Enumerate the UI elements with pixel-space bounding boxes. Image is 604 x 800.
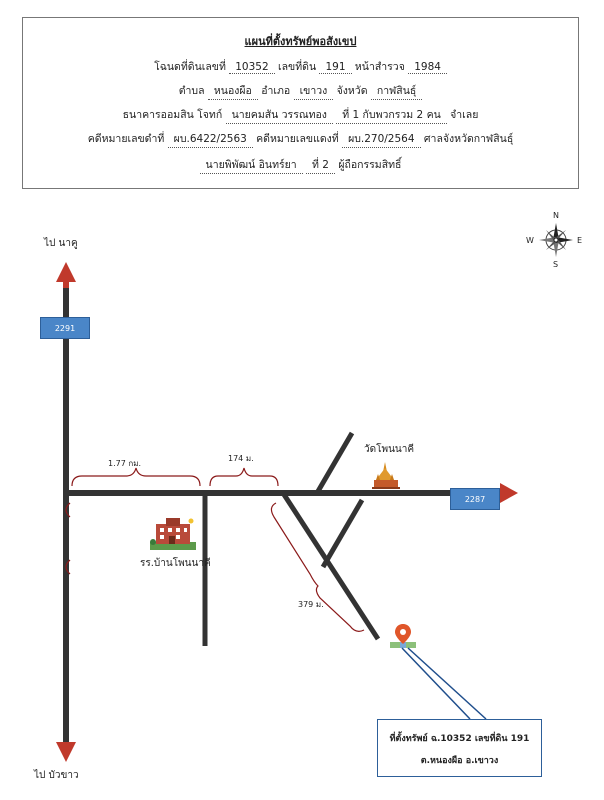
- property-info-line1: ที่ตั้งทรัพย์ ฉ.10352 เลขที่ดิน 191: [389, 734, 530, 744]
- property-info-box: ที่ตั้งทรัพย์ ฉ.10352 เลขที่ดิน 191 ต.หน…: [377, 719, 542, 777]
- direction-south-label: ไป บัวขาว: [34, 770, 79, 781]
- land-number: 191: [319, 61, 352, 74]
- owner-label: ผู้ถือกรรมสิทธิ์: [338, 159, 402, 171]
- owner-name: นายพิพัฒน์ อินทร์ยา: [199, 156, 303, 174]
- temple-label: วัดโพนนาคี: [364, 444, 415, 455]
- distance-label-1: 1.77 กม.: [108, 459, 142, 468]
- owner-number: ที่ 2: [306, 156, 335, 174]
- red-case-number: ผบ.270/2564: [342, 130, 421, 148]
- school-label: รร.บ้านโพนนาคี: [140, 558, 211, 569]
- tambon-label: ตำบล: [178, 85, 205, 97]
- red-case-label: คดีหมายเลขแดงที่: [256, 133, 339, 145]
- route-2287-badge: 2287: [450, 488, 500, 510]
- amphoe-label: อำเภอ: [261, 85, 291, 97]
- black-case-number: ผบ.6422/2563: [167, 130, 253, 148]
- location-line: ตำบล หนองผือ อำเภอ เขาวง จังหวัด กาฬสินธ…: [23, 82, 578, 100]
- survey-label: หน้าสำรวจ: [354, 61, 405, 73]
- route-2291-badge: 2291: [40, 317, 90, 339]
- parties-line: ธนาคารออมสิน โจทก์ นายคมสัน วรรณทอง ที่ …: [23, 106, 578, 124]
- deed-number: 10352: [229, 61, 275, 74]
- arrow-south: [56, 742, 76, 762]
- direction-north-label: ไป นาคู: [44, 238, 78, 249]
- property-road: [280, 491, 381, 641]
- defendant-label: จำเลย: [450, 109, 479, 121]
- province-label: จังหวัด: [336, 85, 368, 97]
- compass-rose-icon: [539, 223, 573, 257]
- pointer-line-1: [401, 647, 471, 720]
- defendant-count: ที่ 1 กับพวกรวม 2 คน: [336, 106, 447, 124]
- amphoe-value: เขาวง: [293, 82, 334, 100]
- arrow-north: [56, 262, 76, 282]
- compass-n: N: [553, 211, 559, 220]
- land-no-label: เลขที่ดิน: [278, 61, 317, 73]
- compass-e: E: [577, 236, 583, 245]
- compass-s: S: [553, 260, 559, 269]
- map-title-line: แผนที่ตั้งทรัพย์พอสังเขป: [23, 32, 578, 50]
- school-icon: [150, 518, 196, 550]
- tambon-value: หนองผือ: [207, 82, 258, 100]
- plaintiff-label: ธนาคารออมสิน โจทก์: [122, 109, 223, 121]
- distance-label-2: 174 ม.: [228, 454, 254, 463]
- province-value: กาฬสินธุ์: [370, 82, 423, 100]
- connector-road: [320, 498, 365, 569]
- pointer-line-2: [407, 647, 487, 720]
- case-line: คดีหมายเลขดำที่ ผบ.6422/2563 คดีหมายเลขแ…: [23, 130, 578, 148]
- deed-line: โฉนดที่ดินเลขที่ 10352 เลขที่ดิน 191 หน้…: [23, 58, 578, 75]
- temple-road: [314, 431, 355, 495]
- survey-number: 1984: [408, 61, 447, 74]
- distance-label-3: 379 ม.: [298, 600, 324, 609]
- black-case-label: คดีหมายเลขดำที่: [87, 133, 165, 145]
- distance-bracket-3: [270, 502, 365, 632]
- court-name: ศาลจังหวัดกาฬสินธุ์: [423, 133, 514, 145]
- compass-w: W: [526, 236, 534, 245]
- defendant-name: นายคมสัน วรรณทอง: [225, 106, 333, 124]
- distance-bracket-1: [71, 467, 201, 487]
- map-title: แผนที่ตั้งทรัพย์พอสังเขป: [244, 35, 357, 48]
- distance-bracket-2: [209, 467, 279, 487]
- deed-label: โฉนดที่ดินเลขที่: [154, 61, 226, 73]
- property-info-line2: ต.หนองผือ อ.เขาวง: [420, 756, 499, 766]
- arrow-east: [500, 483, 518, 503]
- owner-line: นายพิพัฒน์ อินทร์ยา ที่ 2 ผู้ถือกรรมสิทธ…: [23, 156, 578, 174]
- temple-icon: [372, 462, 400, 489]
- location-pin-icon: [390, 624, 416, 648]
- header-box: แผนที่ตั้งทรัพย์พอสังเขป โฉนดที่ดินเลขที…: [22, 17, 579, 189]
